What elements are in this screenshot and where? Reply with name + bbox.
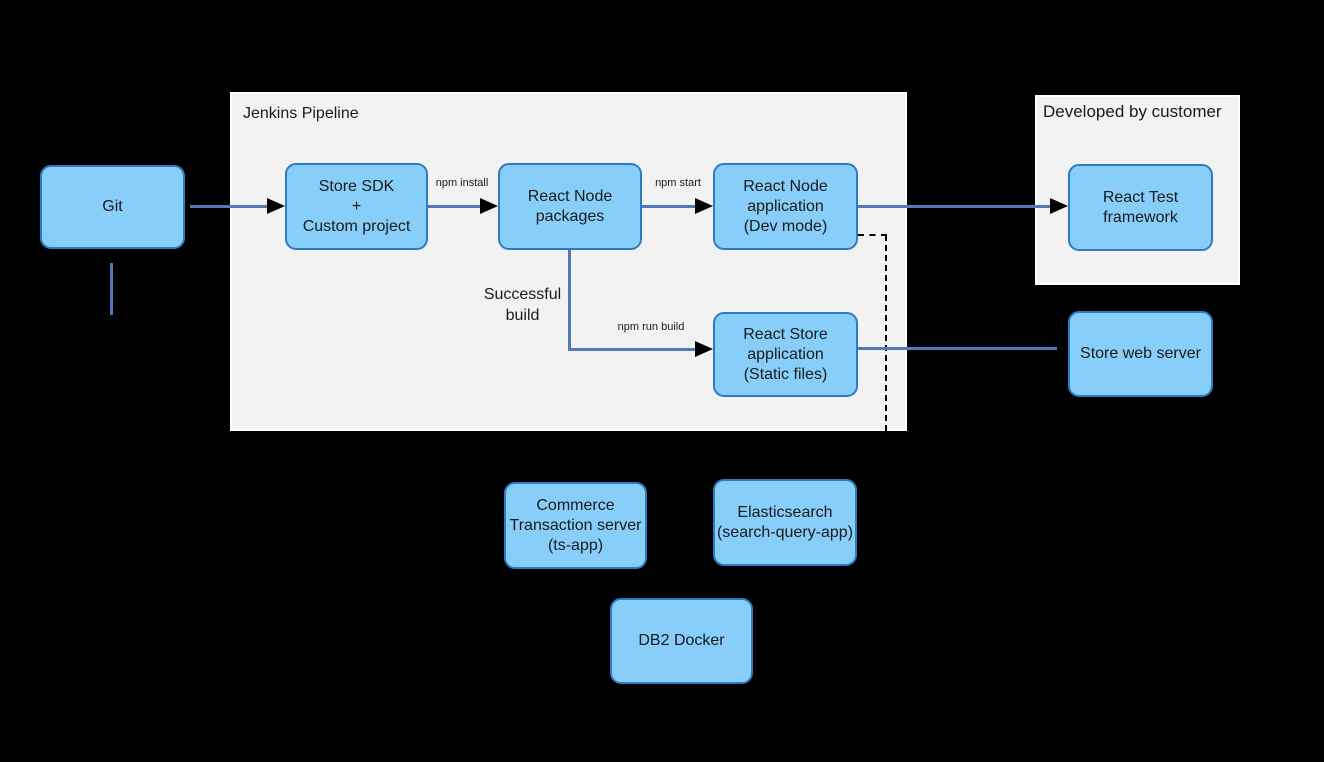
node-commerce-transaction-server-line1: Commerce xyxy=(536,496,615,514)
arrowhead-react-store-app xyxy=(695,341,713,357)
node-react-node-application: React Node application (Dev mode) xyxy=(713,163,858,250)
edge-label-npm-start: npm start xyxy=(655,177,701,189)
node-elasticsearch-line1: Elasticsearch xyxy=(737,503,833,521)
node-db2-docker: DB2 Docker xyxy=(610,598,753,684)
dashed-connector-horizontal xyxy=(858,234,887,236)
connector-build-to-store-app xyxy=(568,348,696,351)
connector-sdk-to-packages xyxy=(428,205,482,208)
node-react-node-packages-line1: React Node xyxy=(527,187,613,205)
arrowhead-packages xyxy=(480,198,498,214)
connector-git-down xyxy=(110,263,113,315)
node-commerce-transaction-server-line3: (ts-app) xyxy=(547,536,604,554)
node-elasticsearch: Elasticsearch (search-query-app) xyxy=(713,479,857,566)
node-git-label: Git xyxy=(102,198,123,215)
node-react-test-framework: React Test framework xyxy=(1068,164,1213,251)
node-store-sdk-line3: Custom project xyxy=(302,217,411,235)
node-react-store-application-line1: React Store xyxy=(743,325,828,343)
node-react-node-application-line1: React Node xyxy=(743,177,828,195)
node-db2-docker-label: DB2 Docker xyxy=(638,632,725,649)
node-git: Git xyxy=(40,165,185,249)
node-react-store-application-line2: application xyxy=(747,345,824,363)
node-commerce-transaction-server-line2: Transaction server xyxy=(509,516,642,534)
connector-packages-down xyxy=(568,249,571,351)
node-react-node-application-line2: application xyxy=(747,197,824,215)
connector-store-app-to-web-server xyxy=(858,347,1057,350)
connector-packages-to-app xyxy=(642,205,697,208)
arrowhead-react-node-app xyxy=(695,198,713,214)
jenkins-pipeline-title: Jenkins Pipeline xyxy=(243,105,359,122)
arrowhead-store-sdk xyxy=(267,198,285,214)
node-store-web-server: Store web server xyxy=(1068,311,1213,397)
successful-build-line2: build xyxy=(505,307,540,324)
node-react-node-packages: React Node packages xyxy=(498,163,642,250)
successful-build-line1: Successful xyxy=(483,286,562,303)
node-commerce-transaction-server: Commerce Transaction server (ts-app) xyxy=(504,482,647,569)
node-react-test-framework-line1: React Test xyxy=(1102,188,1179,206)
connector-git-to-store-sdk xyxy=(190,205,270,208)
node-store-web-server-label: Store web server xyxy=(1080,345,1201,362)
connector-app-to-test-framework xyxy=(858,205,1052,208)
node-react-node-application-line3: (Dev mode) xyxy=(743,217,828,235)
edge-label-successful-build: Successful build xyxy=(470,284,575,326)
arrowhead-react-test xyxy=(1050,198,1068,214)
node-store-sdk-line2: + xyxy=(351,197,362,215)
node-react-store-application-line3: (Static files) xyxy=(743,365,828,383)
edge-label-npm-install: npm install xyxy=(435,177,489,189)
node-react-store-application: React Store application (Static files) xyxy=(713,312,858,397)
node-react-test-framework-line2: framework xyxy=(1103,208,1178,226)
node-store-sdk: Store SDK + Custom project xyxy=(285,163,428,250)
node-react-node-packages-line2: packages xyxy=(535,207,605,225)
node-store-sdk-line1: Store SDK xyxy=(318,177,395,195)
node-elasticsearch-line2: (search-query-app) xyxy=(716,523,854,541)
dashed-connector-vertical xyxy=(885,235,887,431)
edge-label-npm-run-build: npm run build xyxy=(617,321,685,333)
developed-by-customer-title: Developed by customer xyxy=(1043,102,1222,121)
